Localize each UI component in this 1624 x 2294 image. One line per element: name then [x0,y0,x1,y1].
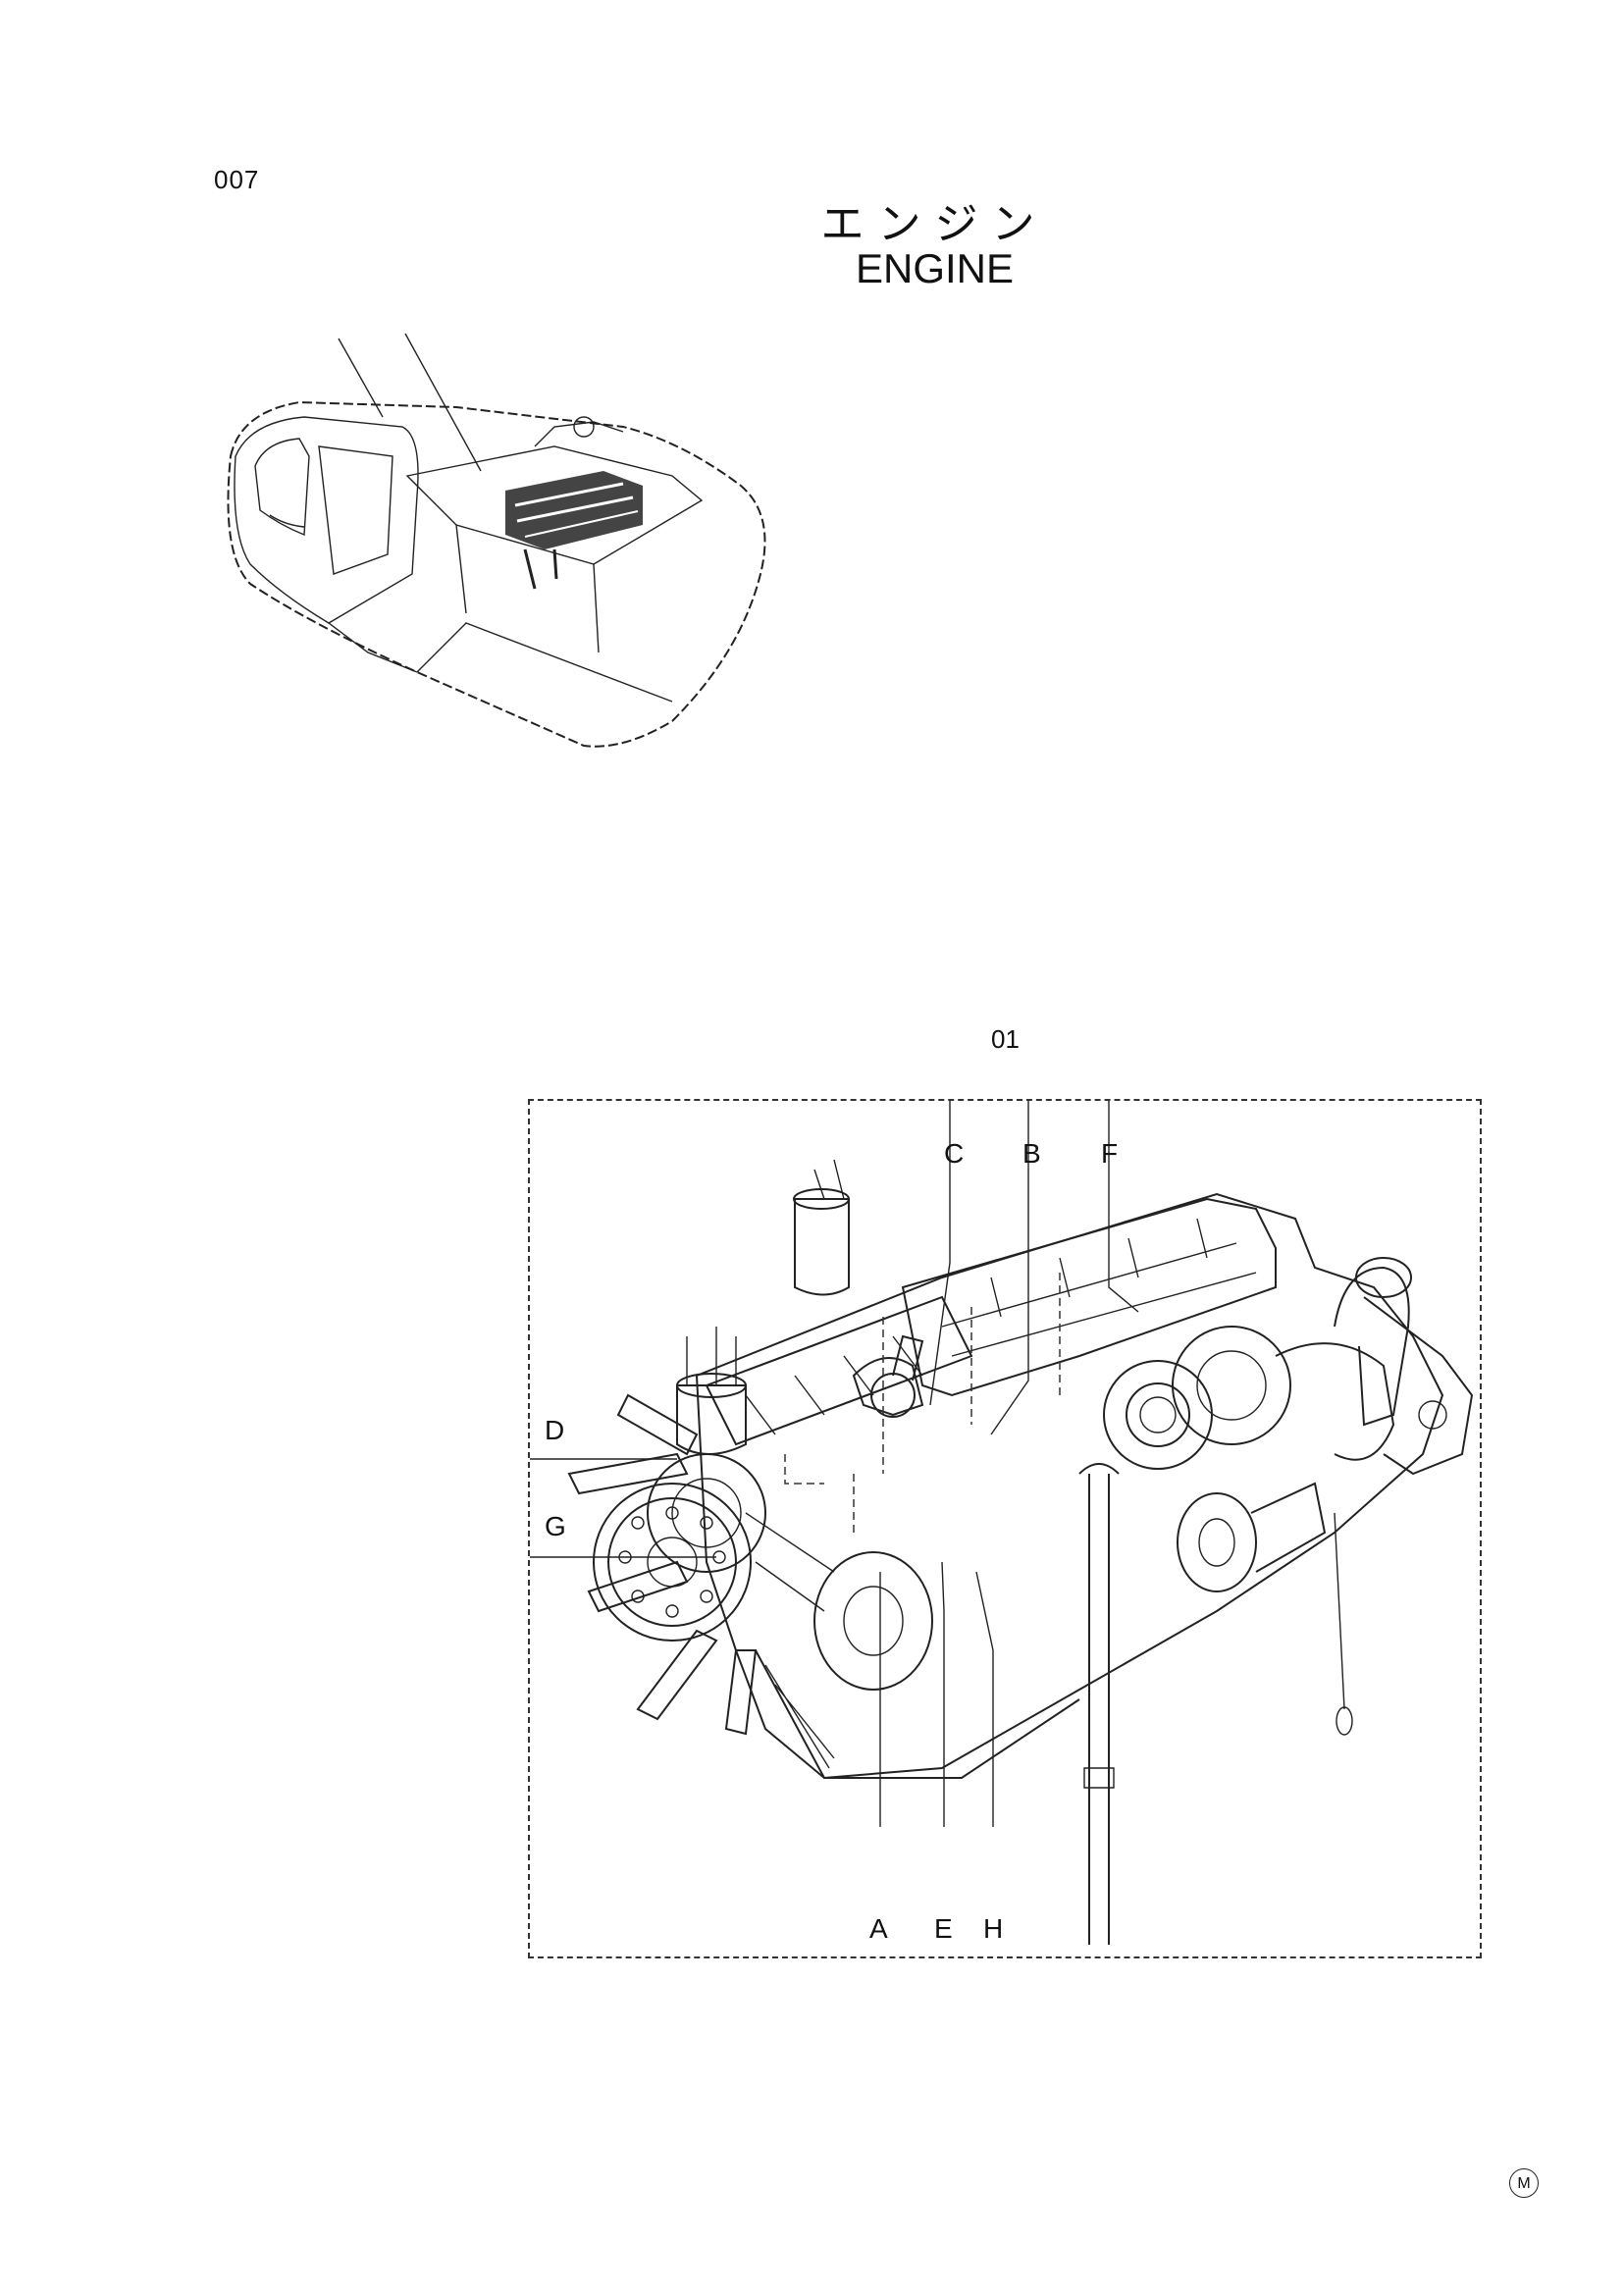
page-number: 007 [214,165,260,194]
callout-label-f: F [1101,1138,1119,1169]
callout-label-b: B [1022,1138,1041,1169]
page-title-japanese: エンジン [820,199,1049,249]
engine-assembly-frame [528,1099,1482,1958]
callout-label-h: H [983,1913,1004,1944]
callout-label-g: G [545,1511,566,1541]
callout-label-d: D [545,1415,565,1445]
engine-illustration [530,1101,1474,1945]
page-title: ENGINE [855,245,1015,291]
callout-label-a: A [869,1913,888,1944]
part-reference-number: 01 [991,1024,1020,1054]
excavator-locator-illustration [227,333,766,748]
manufacturer-mark-icon: M [1509,2168,1539,2198]
callout-label-c: C [944,1138,965,1169]
callout-label-e: E [934,1913,953,1944]
